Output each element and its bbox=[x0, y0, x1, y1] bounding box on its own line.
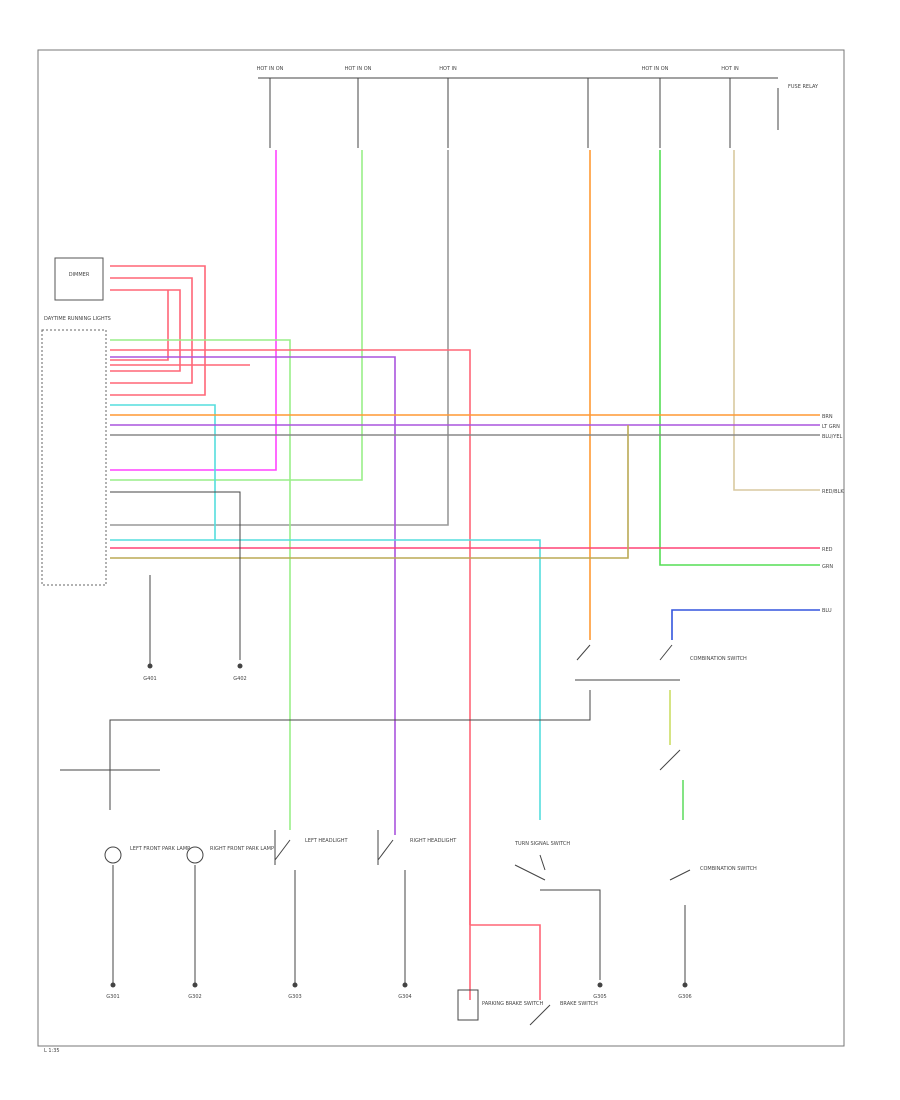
splice-label-5: HOT IN bbox=[721, 66, 739, 72]
component-labels: LEFT FRONT PARK LAMP RIGHT FRONT PARK LA… bbox=[130, 838, 757, 1007]
component-label-6: TURN SIGNAL SWITCH bbox=[514, 841, 570, 847]
dimmer-relay-box bbox=[54, 257, 104, 301]
drl-module-box bbox=[41, 329, 107, 586]
right-label-7: BLU bbox=[822, 608, 832, 614]
wire-tan bbox=[733, 150, 820, 491]
relay-label: DIMMER bbox=[69, 272, 90, 278]
wire-cyan bbox=[110, 404, 216, 540]
component-symbols bbox=[60, 769, 691, 1026]
wire-lt-green bbox=[110, 150, 363, 481]
wire-red-1 bbox=[110, 265, 206, 396]
component-label-4: RIGHT HEADLIGHT bbox=[410, 838, 457, 844]
component-label-7: BRAKE SWITCH bbox=[560, 1001, 598, 1007]
component-label-1: LEFT FRONT PARK LAMP bbox=[130, 846, 190, 852]
ground-label-3: G301 bbox=[106, 994, 119, 1000]
ground-label-8: G306 bbox=[678, 994, 691, 1000]
wire-lt-green-2 bbox=[110, 339, 291, 830]
footer-code: L 1:35 bbox=[44, 1048, 60, 1054]
wire-red-2 bbox=[110, 277, 193, 384]
component-label-3: LEFT HEADLIGHT bbox=[305, 838, 348, 844]
component-label-5: PARKING BRAKE SWITCH bbox=[482, 1001, 544, 1007]
wire-purple bbox=[110, 356, 396, 835]
ground-label-2: G402 bbox=[233, 676, 246, 682]
ground-label-7: G305 bbox=[593, 994, 606, 1000]
component-label-8: COMBINATION SWITCH bbox=[700, 866, 757, 872]
wire-red-3 bbox=[110, 289, 181, 372]
fuse-relay-note: FUSE RELAY bbox=[788, 84, 819, 90]
diagram-frame bbox=[37, 49, 845, 1047]
ground-label-1: G401 bbox=[143, 676, 156, 682]
splice-label-3: HOT IN bbox=[439, 66, 457, 72]
wire-red-7 bbox=[470, 924, 541, 1000]
splice-label-1: HOT IN ON bbox=[257, 66, 284, 72]
wire-olive bbox=[110, 425, 629, 559]
wire-pink bbox=[110, 150, 277, 471]
splice-label-2: HOT IN ON bbox=[345, 66, 372, 72]
top-splice-labels: HOT IN ON HOT IN ON HOT IN HOT IN ON HOT… bbox=[257, 66, 739, 72]
wire-cyan-2 bbox=[110, 539, 541, 820]
fuse-drops bbox=[269, 78, 731, 148]
module-label: DAYTIME RUNNING LIGHTS bbox=[44, 316, 111, 322]
wire-gray bbox=[110, 150, 449, 526]
ground-label-4: G302 bbox=[188, 994, 201, 1000]
ground-label-6: G304 bbox=[398, 994, 411, 1000]
wire-blue bbox=[671, 609, 820, 640]
ground-label-5: G303 bbox=[288, 994, 301, 1000]
splice-label-4: HOT IN ON bbox=[642, 66, 669, 72]
wire-red-5 bbox=[110, 349, 471, 1000]
combination-switch-label: COMBINATION SWITCH bbox=[690, 656, 747, 662]
component-label-2: RIGHT FRONT PARK LAMP bbox=[210, 846, 274, 852]
wire-green bbox=[659, 150, 820, 566]
wire-black-4 bbox=[109, 690, 591, 810]
right-label-5: RED bbox=[822, 547, 833, 553]
right-label-2: LT GRN bbox=[822, 424, 840, 430]
right-wire-labels: BRN LT GRN BLU/YEL RED/BLK RED GRN BLU bbox=[822, 414, 844, 614]
ground-symbols: G401 G402 G301 G302 G303 G304 G305 G306 bbox=[106, 663, 692, 1000]
switch-contacts bbox=[576, 644, 673, 661]
right-label-1: BRN bbox=[822, 414, 833, 420]
right-label-6: GRN bbox=[822, 564, 833, 570]
right-label-4: RED/BLK bbox=[822, 489, 844, 495]
right-label-3: BLU/YEL bbox=[822, 434, 843, 440]
wire-red-4 bbox=[110, 290, 169, 361]
switch-2-contact bbox=[659, 749, 681, 771]
wire-black-1 bbox=[110, 491, 241, 660]
